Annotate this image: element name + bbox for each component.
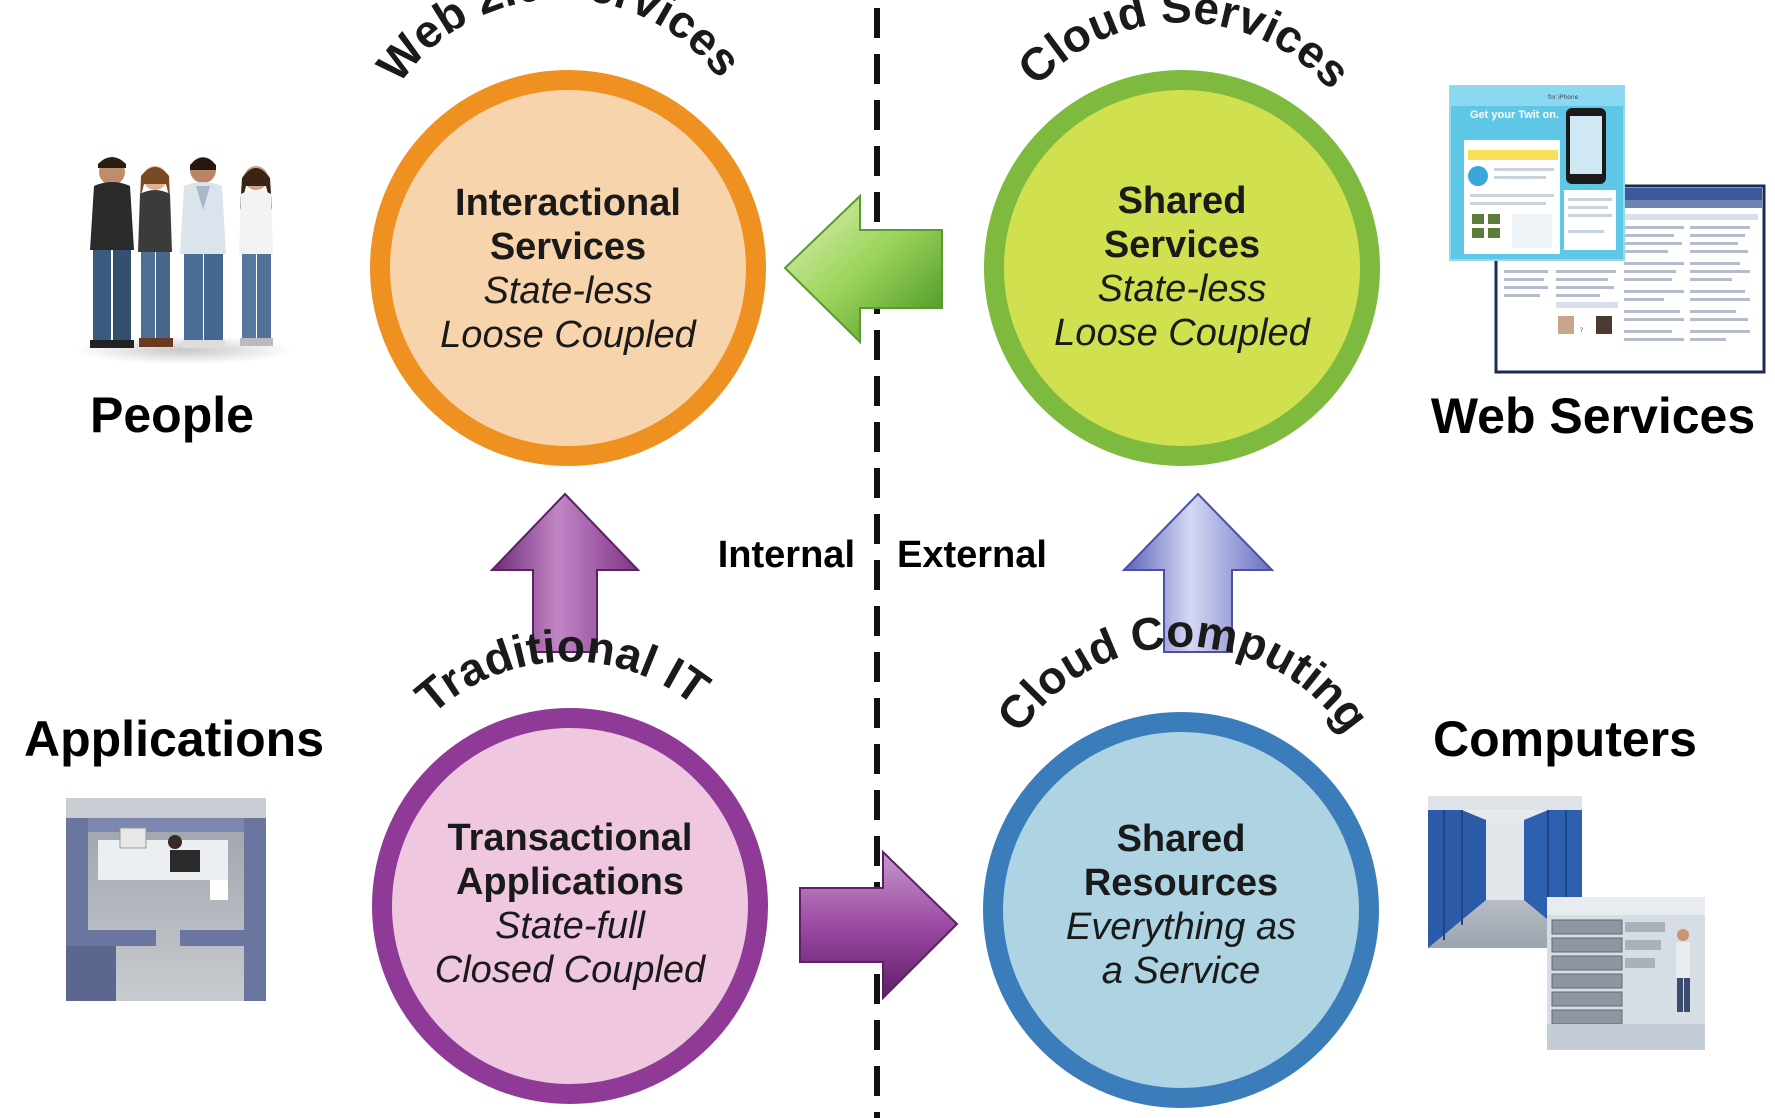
green-left-arrow <box>783 193 943 345</box>
web20-sub-line-2: Loose Coupled <box>440 314 698 356</box>
purple-right-arrow <box>799 849 959 1001</box>
traditional-sub-line-1: State-full <box>495 905 647 947</box>
app-name-text: for iPhone <box>1548 94 1579 101</box>
cloud-services-title-line-1: Shared <box>1118 180 1247 222</box>
purple-up-arrow <box>489 492 641 653</box>
twitter-ad-screenshot: for iPhone Get your Twit on. <box>1449 85 1625 261</box>
traditional-it-circle: Transactional Applications State-full Cl… <box>372 708 768 1104</box>
people-photo <box>75 157 295 364</box>
web-services-label: Web Services <box>1431 388 1755 444</box>
person-figure <box>138 166 173 347</box>
cloud-services-circle: Shared Services State-less Loose Coupled <box>984 70 1380 466</box>
computers-photos <box>1428 796 1705 1050</box>
office-cubicle-photo <box>66 798 266 1001</box>
cloud-computing-sub-line-2: a Service <box>1102 950 1260 992</box>
web20-services-circle: Interactional Services State-less Loose … <box>370 70 766 466</box>
cloud-computing-circle: Shared Resources Everything as a Service <box>983 712 1379 1108</box>
computers-label: Computers <box>1433 711 1697 767</box>
person-figure <box>180 157 226 348</box>
person-figure <box>90 157 134 348</box>
person-figure <box>239 166 273 346</box>
web-services-screenshots: ? for iPhone Get your Twit on. <box>1449 85 1766 374</box>
internal-label: Internal <box>718 534 855 576</box>
cloud-services-sub-line-2: Loose Coupled <box>1054 312 1312 354</box>
blue-up-arrow <box>1121 492 1275 653</box>
external-label: External <box>897 534 1047 576</box>
applications-label: Applications <box>24 711 324 767</box>
cloud-computing-title-line-1: Shared <box>1117 818 1246 860</box>
cloud-services-title-line-2: Services <box>1104 224 1260 266</box>
cloud-computing-title-line-2: Resources <box>1084 862 1278 904</box>
web20-title-line-2: Services <box>490 226 646 268</box>
cloud-computing-sub-line-1: Everything as <box>1066 906 1296 948</box>
web20-sub-line-1: State-less <box>484 270 653 312</box>
banner-text: Get your Twit on. <box>1470 109 1559 121</box>
traditional-it-arc-title: Traditional IT <box>405 619 719 722</box>
question-mark-avatar: ? <box>1580 327 1583 334</box>
traditional-sub-line-2: Closed Coupled <box>435 949 707 991</box>
cloud-services-sub-line-1: State-less <box>1098 268 1267 310</box>
traditional-title-line-1: Transactional <box>448 817 693 859</box>
web20-title-line-1: Interactional <box>455 182 681 224</box>
tape-library-photo <box>1547 897 1705 1050</box>
traditional-title-line-2: Applications <box>456 861 684 903</box>
people-label: People <box>90 387 254 443</box>
